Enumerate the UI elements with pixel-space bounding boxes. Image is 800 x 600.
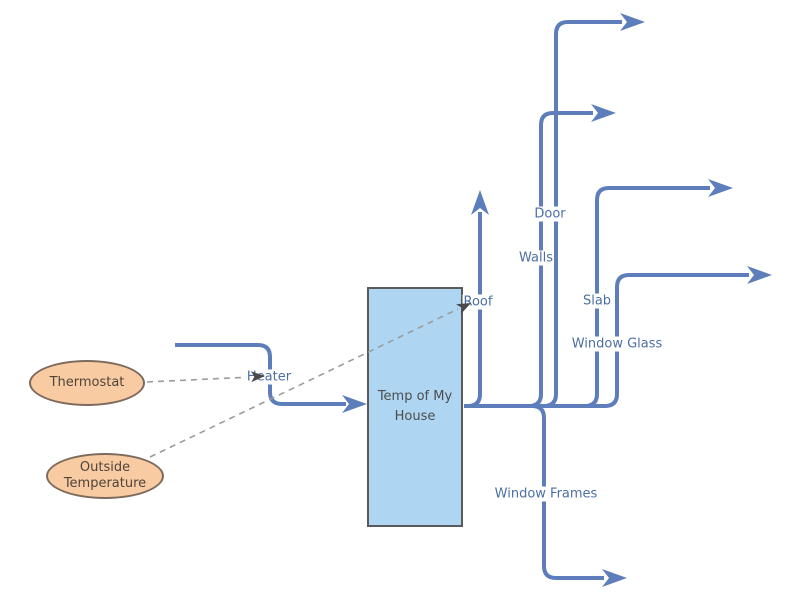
variable-outside-temperature[interactable]: Outside Temperature (46, 453, 164, 499)
door-flow-arrow-icon (620, 13, 645, 31)
window-glass-flow-arrow-icon (747, 266, 772, 284)
flow-label-window-glass[interactable]: Window Glass (570, 336, 664, 352)
flow-label-walls[interactable]: Walls (518, 250, 554, 266)
flow-label-door[interactable]: Door (533, 206, 567, 222)
flow-label-heater[interactable]: Heater (245, 369, 293, 385)
slab-flow-arrow-icon (708, 179, 733, 197)
stock-temp-of-my-house[interactable]: Temp of My House (367, 287, 463, 527)
outside-temperature-connector[interactable] (149, 308, 459, 458)
outside-temperature-connector-arrow-icon (456, 303, 471, 315)
flow-label-roof[interactable]: Roof (462, 294, 494, 310)
variable-thermostat[interactable]: Thermostat (29, 360, 145, 406)
window-frames-flow-arrow-icon (602, 569, 627, 587)
outside-temperature-label: Outside Temperature (63, 460, 147, 491)
stock-label: Temp of My House (377, 388, 453, 424)
roof-flow-arrow-icon (471, 190, 489, 215)
walls-flow-arrow-icon (591, 104, 616, 122)
heater-flow-arrow-icon (342, 395, 367, 413)
flow-label-window-frames[interactable]: Window Frames (493, 486, 599, 502)
thermostat-label: Thermostat (49, 375, 125, 391)
thermostat-connector-arrow-icon (250, 371, 265, 383)
flow-label-slab[interactable]: Slab (581, 293, 613, 309)
